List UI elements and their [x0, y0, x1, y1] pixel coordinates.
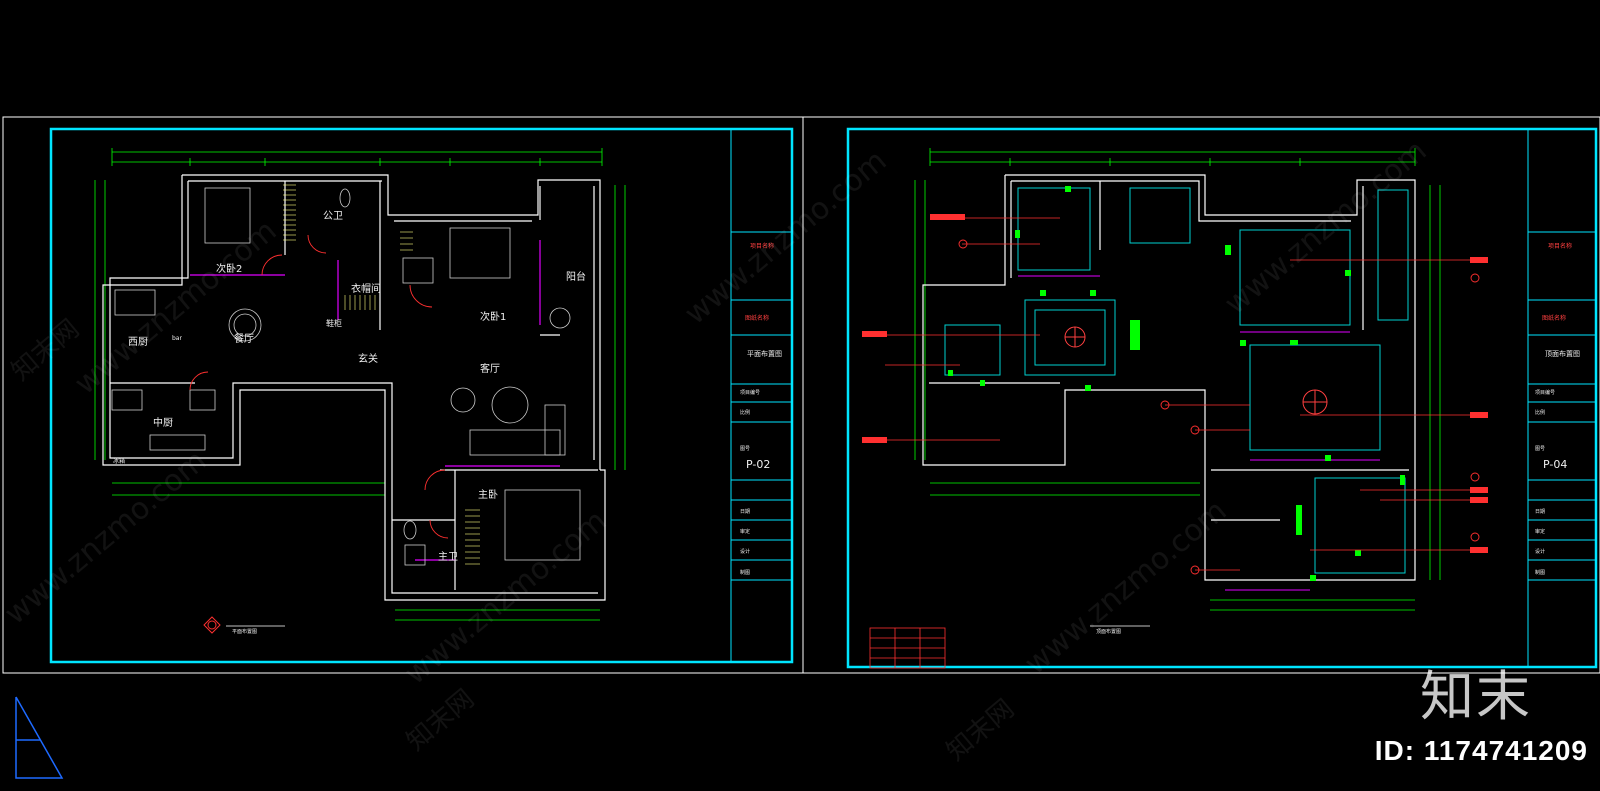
sheet1-outer-border	[2, 116, 804, 674]
sheet1-partitions	[190, 240, 560, 561]
sheet1-caption-symbol	[203, 616, 221, 634]
dining-table	[228, 308, 262, 342]
label-chinese-kitchen: 中厨	[153, 416, 173, 429]
sheet2-tb-drawn: 制图	[1535, 569, 1545, 576]
sheet2-dimension-lines	[914, 148, 1441, 611]
sheet2-frame	[846, 127, 1598, 669]
sheet1-plan-caption: 平面布置图	[232, 628, 257, 635]
sheet2-tb-approved: 审定	[1535, 528, 1545, 535]
label-master-bath: 主卫	[438, 551, 458, 563]
bed-bedroom1	[449, 227, 511, 279]
label-foyer: 玄关	[358, 352, 378, 365]
sheet1-tb-drawing-name-label: 图纸名称	[745, 314, 769, 322]
label-fridge: 冰箱	[113, 457, 125, 465]
sheet2-title-block	[1527, 129, 1596, 667]
sheet1-frame	[49, 127, 794, 664]
sheet1: 项目名称 图纸名称 平面布置图 项目编号 比例 图号 P-02 日期 审定 设计…	[49, 127, 794, 664]
label-dining: 餐厅	[234, 332, 254, 345]
sheet2-plan-caption: 顶面布置图	[1096, 628, 1121, 635]
sheet1-tb-sheet-label: 图号	[740, 446, 750, 452]
sheet2: 项目名称 图纸名称 顶面布置图 项目编号 比例 图号 P-04 日期 审定 设计…	[846, 127, 1598, 669]
sheet2-ceiling-outlines	[944, 187, 1409, 574]
sheet1-tb-designed: 设计	[740, 548, 750, 555]
sheet1-walls	[102, 174, 606, 601]
sheet2-tb-designed: 设计	[1535, 548, 1545, 555]
label-living: 客厅	[480, 362, 500, 375]
site-logo: 知末	[1420, 665, 1532, 728]
sheet2-tb-project-no: 项目编号	[1535, 389, 1555, 396]
sheet1-dimension-lines	[94, 148, 626, 621]
sheet1-doors	[189, 234, 449, 539]
label-cloakroom: 衣帽间	[351, 282, 381, 295]
label-bar: bar	[172, 335, 182, 342]
sheet2-outer-border	[802, 116, 1600, 674]
sheet2-sheet-number: P-04	[1543, 458, 1567, 471]
coffee-table	[491, 386, 529, 424]
sofa	[469, 429, 561, 456]
sheet1-wardrobe-hatching	[283, 184, 480, 565]
label-balcony: 阳台	[566, 270, 586, 283]
sheet2-annotation-tags	[862, 214, 1488, 553]
sheet2-callout-circles	[958, 239, 1480, 575]
label-west-kitchen: 西厨	[128, 336, 148, 348]
sheet2-light-fixtures	[948, 186, 1405, 581]
sheet1-tb-project-no: 项目编号	[740, 389, 760, 396]
sheet1-sheet-number: P-02	[746, 458, 770, 471]
sheet2-tb-project-name: 项目名称	[1548, 242, 1572, 250]
label-bedroom1: 次卧1	[480, 310, 506, 323]
sheet2-tb-drawing-name-label: 图纸名称	[1542, 314, 1566, 322]
label-master-bedroom: 主卧	[478, 488, 498, 501]
sheet1-tb-approved: 审定	[740, 528, 750, 535]
sheet1-tb-drawn: 制图	[740, 569, 750, 576]
sheet2-walls	[922, 174, 1416, 581]
sheet2-tb-drawing-name: 顶面布置图	[1545, 349, 1580, 358]
label-public-bath: 公卫	[323, 211, 343, 222]
sheet2-tb-sheet-label: 图号	[1535, 446, 1545, 452]
sheet1-tb-date: 日期	[740, 509, 750, 515]
sheet2-partitions	[1018, 275, 1380, 591]
label-shoe-cabinet: 鞋柜	[326, 318, 342, 328]
sheet2-annotation-leaders	[869, 217, 1470, 669]
resource-id: ID: 1174741209	[1374, 735, 1588, 766]
sheet1-tb-scale: 比例	[740, 409, 750, 416]
sheet2-chandeliers	[1064, 326, 1328, 415]
sheet2-tb-date: 日期	[1535, 509, 1545, 515]
sheet2-tb-scale: 比例	[1535, 409, 1545, 416]
balcony-table	[549, 307, 571, 329]
bed-master	[504, 489, 581, 561]
sheet1-tb-drawing-name: 平面布置图	[747, 349, 782, 358]
sheet1-tb-project-name: 项目名称	[750, 242, 774, 250]
label-bedroom2: 次卧2	[216, 262, 242, 275]
sheet1-title-block	[730, 129, 792, 662]
ucs-icon	[15, 696, 64, 779]
bed-bedroom2	[204, 187, 251, 244]
sheet1-furniture	[111, 187, 581, 566]
armchair	[450, 387, 476, 413]
